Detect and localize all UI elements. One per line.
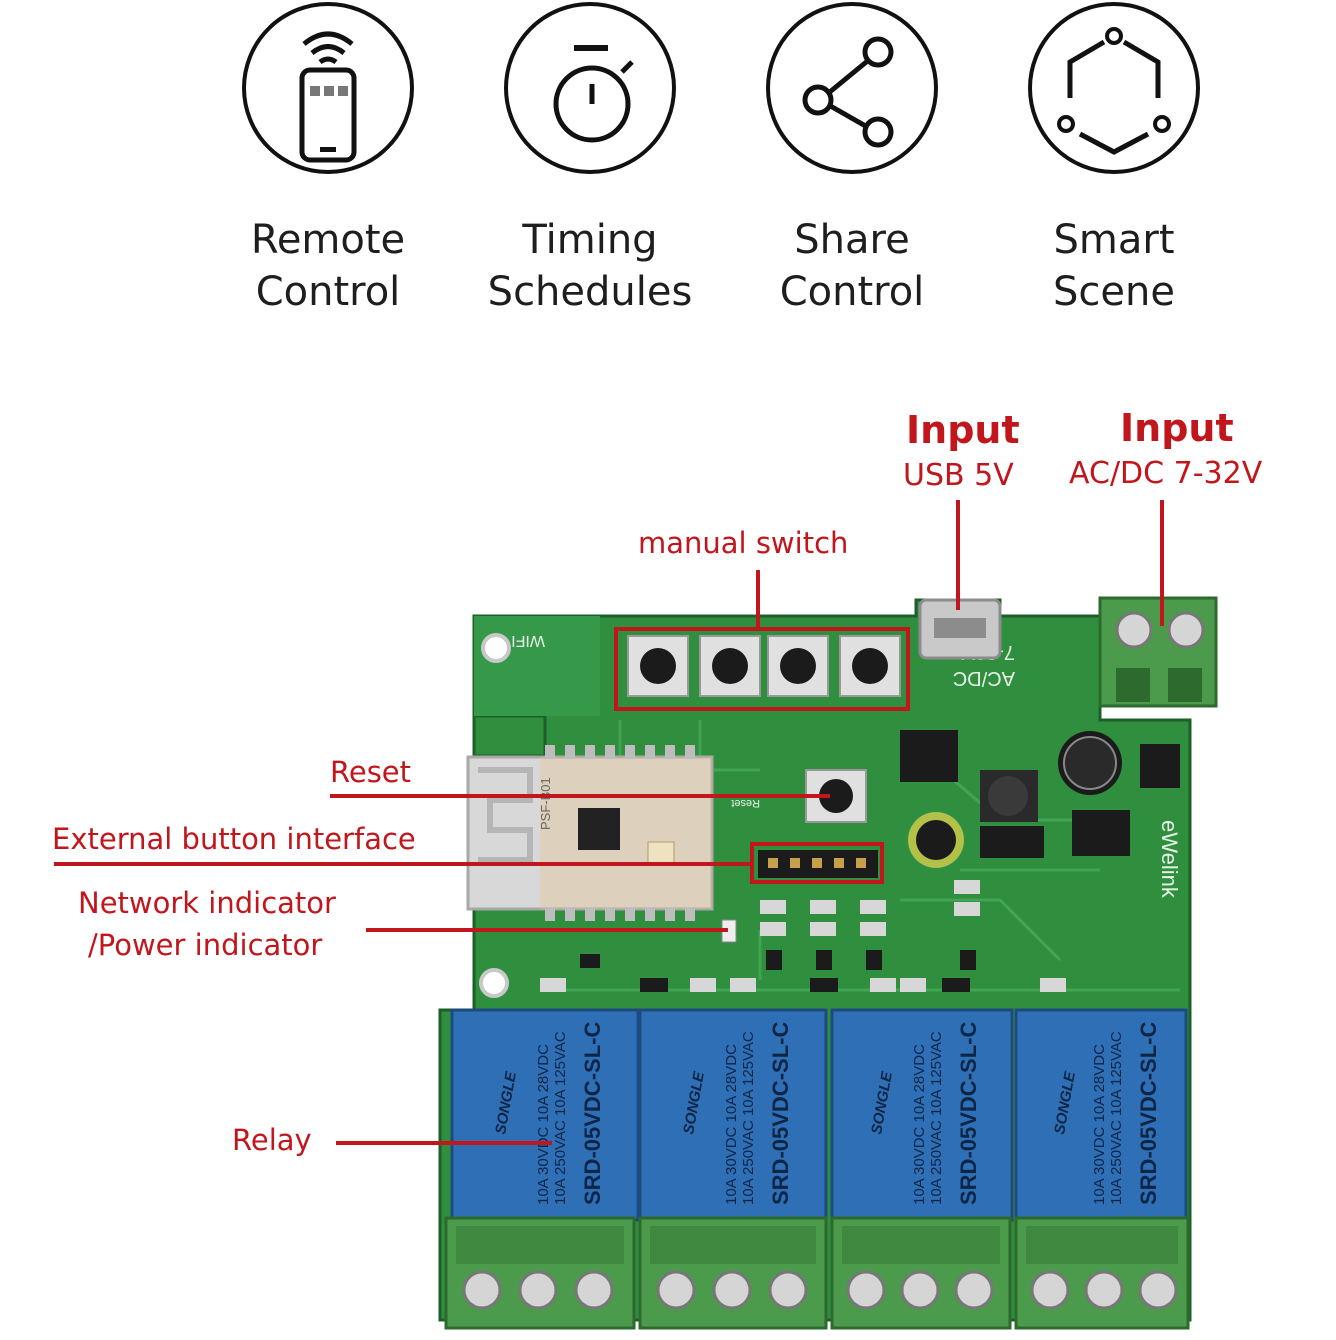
- external-header: [758, 850, 878, 878]
- relays: SRD-05VDC-SL-C 10A 250VAC 10A 125VAC 10A…: [450, 1008, 1188, 1222]
- acdc-input-subtitle: AC/DC 7-32V: [1069, 456, 1263, 491]
- silk-reset: Reset: [731, 797, 760, 809]
- svg-text:10A 250VAC 10A 125VAC: 10A 250VAC 10A 125VAC: [928, 1031, 945, 1205]
- relay-label: Relay: [232, 1123, 312, 1157]
- silk-brand: eWelink: [1157, 820, 1182, 899]
- terminal-block: [1014, 1216, 1190, 1330]
- mounting-hole: [481, 633, 511, 663]
- relay-unit: SRD-05VDC-SL-C 10A 250VAC 10A 125VAC 10A…: [1014, 1008, 1188, 1222]
- feature-ring: [1028, 2, 1200, 174]
- relay-unit: SRD-05VDC-SL-C 10A 250VAC 10A 125VAC 10A…: [450, 1008, 640, 1222]
- leader-lines: [54, 500, 1164, 1145]
- reset-label: Reset: [330, 755, 412, 789]
- manual-switch-highlight: [614, 627, 910, 711]
- phone-wifi-icon: [299, 31, 357, 163]
- feature-label: Timing Schedules: [487, 217, 693, 315]
- svg-text:10A 250VAC 10A 125VAC: 10A 250VAC 10A 125VAC: [552, 1031, 569, 1205]
- svg-text:10A 30VDC 10A 28VDC: 10A 30VDC 10A 28VDC: [911, 1044, 928, 1205]
- acdc-input-title: Input: [1120, 406, 1234, 450]
- feature-label: Share Control: [779, 217, 925, 315]
- feature-ring: [504, 2, 676, 174]
- relay-unit: SRD-05VDC-SL-C 10A 250VAC 10A 125VAC 10A…: [830, 1008, 1014, 1222]
- voltage-regulator: [900, 730, 958, 782]
- mounting-hole: [479, 968, 509, 998]
- svg-text:SRD-05VDC-SL-C: SRD-05VDC-SL-C: [1136, 1022, 1161, 1205]
- svg-text:SRD-05VDC-SL-C: SRD-05VDC-SL-C: [580, 1022, 605, 1205]
- terminal-block: [830, 1216, 1012, 1330]
- svg-text:10A 250VAC 10A 125VAC: 10A 250VAC 10A 125VAC: [1108, 1031, 1125, 1205]
- svg-text:10A 30VDC 10A 28VDC: 10A 30VDC 10A 28VDC: [1091, 1044, 1108, 1205]
- relay-unit: SRD-05VDC-SL-C 10A 250VAC 10A 125VAC 10A…: [638, 1008, 828, 1222]
- svg-text:SRD-05VDC-SL-C: SRD-05VDC-SL-C: [956, 1022, 981, 1205]
- feature-label: Remote Control: [250, 217, 406, 315]
- feature-ring: [766, 2, 938, 174]
- svg-text:SRD-05VDC-SL-C: SRD-05VDC-SL-C: [768, 1022, 793, 1205]
- external-button-label: External button interface: [52, 822, 416, 856]
- usb-input-title: Input: [906, 408, 1020, 452]
- network-indicator-label: Network indicator: [78, 886, 336, 920]
- share-icon: [802, 36, 894, 148]
- usb-input-subtitle: USB 5V: [903, 458, 1014, 493]
- smart-scene-icon: [1057, 27, 1171, 155]
- silk-wifi: WIFI: [511, 632, 545, 649]
- terminal-block: [444, 1216, 636, 1330]
- silk-acdc: AC/DC: [953, 667, 1015, 689]
- feature-ring: [242, 2, 414, 174]
- wifi-module: PSF-B01: [466, 745, 714, 921]
- svg-text:10A 250VAC 10A 125VAC: 10A 250VAC 10A 125VAC: [740, 1031, 757, 1205]
- manual-switch-label: manual switch: [638, 526, 849, 560]
- stopwatch-icon: [553, 45, 634, 143]
- power-terminal: [1098, 596, 1218, 708]
- feature-label: Smart Scene: [1053, 217, 1175, 315]
- manual-switches: [627, 635, 901, 697]
- power-indicator-label: /Power indicator: [88, 928, 323, 962]
- terminal-block: [638, 1216, 828, 1330]
- svg-text:10A 30VDC 10A 28VDC: 10A 30VDC 10A 28VDC: [535, 1044, 552, 1205]
- output-terminals: [444, 1216, 1190, 1330]
- svg-text:PSF-B01: PSF-B01: [538, 777, 553, 830]
- svg-text:10A 30VDC 10A 28VDC: 10A 30VDC 10A 28VDC: [723, 1044, 740, 1205]
